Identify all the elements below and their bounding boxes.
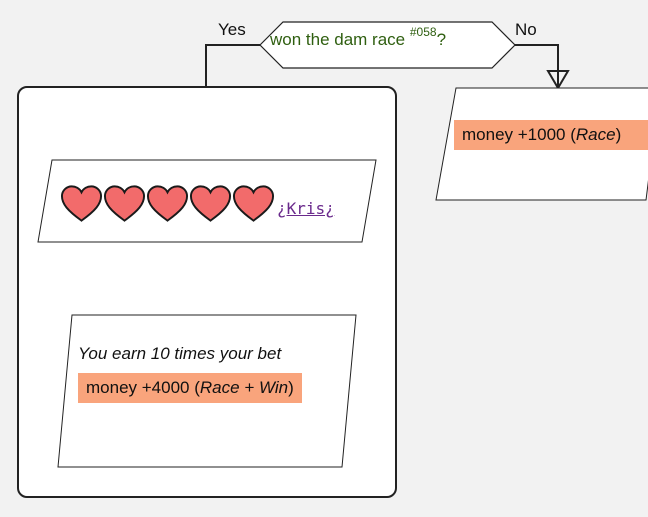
heart-icon [232,184,275,229]
heart-icon [60,184,103,229]
condition-label: won the dam race [270,30,406,49]
money-win-suffix: ) [288,378,294,397]
heart-icon [103,184,146,229]
money-race-suffix: ) [615,125,622,144]
heart-icon [146,184,189,229]
no-branch-label: No [515,20,537,39]
earnings-description: You earn 10 times your bet [78,344,282,363]
money-race-prefix: money +1000 ( [462,125,576,144]
no-connector [515,44,559,86]
character-link-kris[interactable]: ¿Kris¿ [277,199,335,218]
yes-branch-label: Yes [218,20,246,39]
money-race-italic: Race [575,125,616,144]
heart-icon [189,184,232,229]
no-arrowhead [546,70,570,90]
condition-mark: ? [436,30,447,49]
condition-ref: #058 [409,25,437,39]
money-change-win: money +4000 (Race + Win) [78,373,302,403]
money-win-italic: Race + Win [199,378,289,397]
hearts-row [60,184,275,229]
money-win-prefix: money +4000 ( [86,378,200,397]
condition-text: won the dam race #058? [270,25,510,50]
money-change-race: money +1000 (Race) [454,120,648,150]
